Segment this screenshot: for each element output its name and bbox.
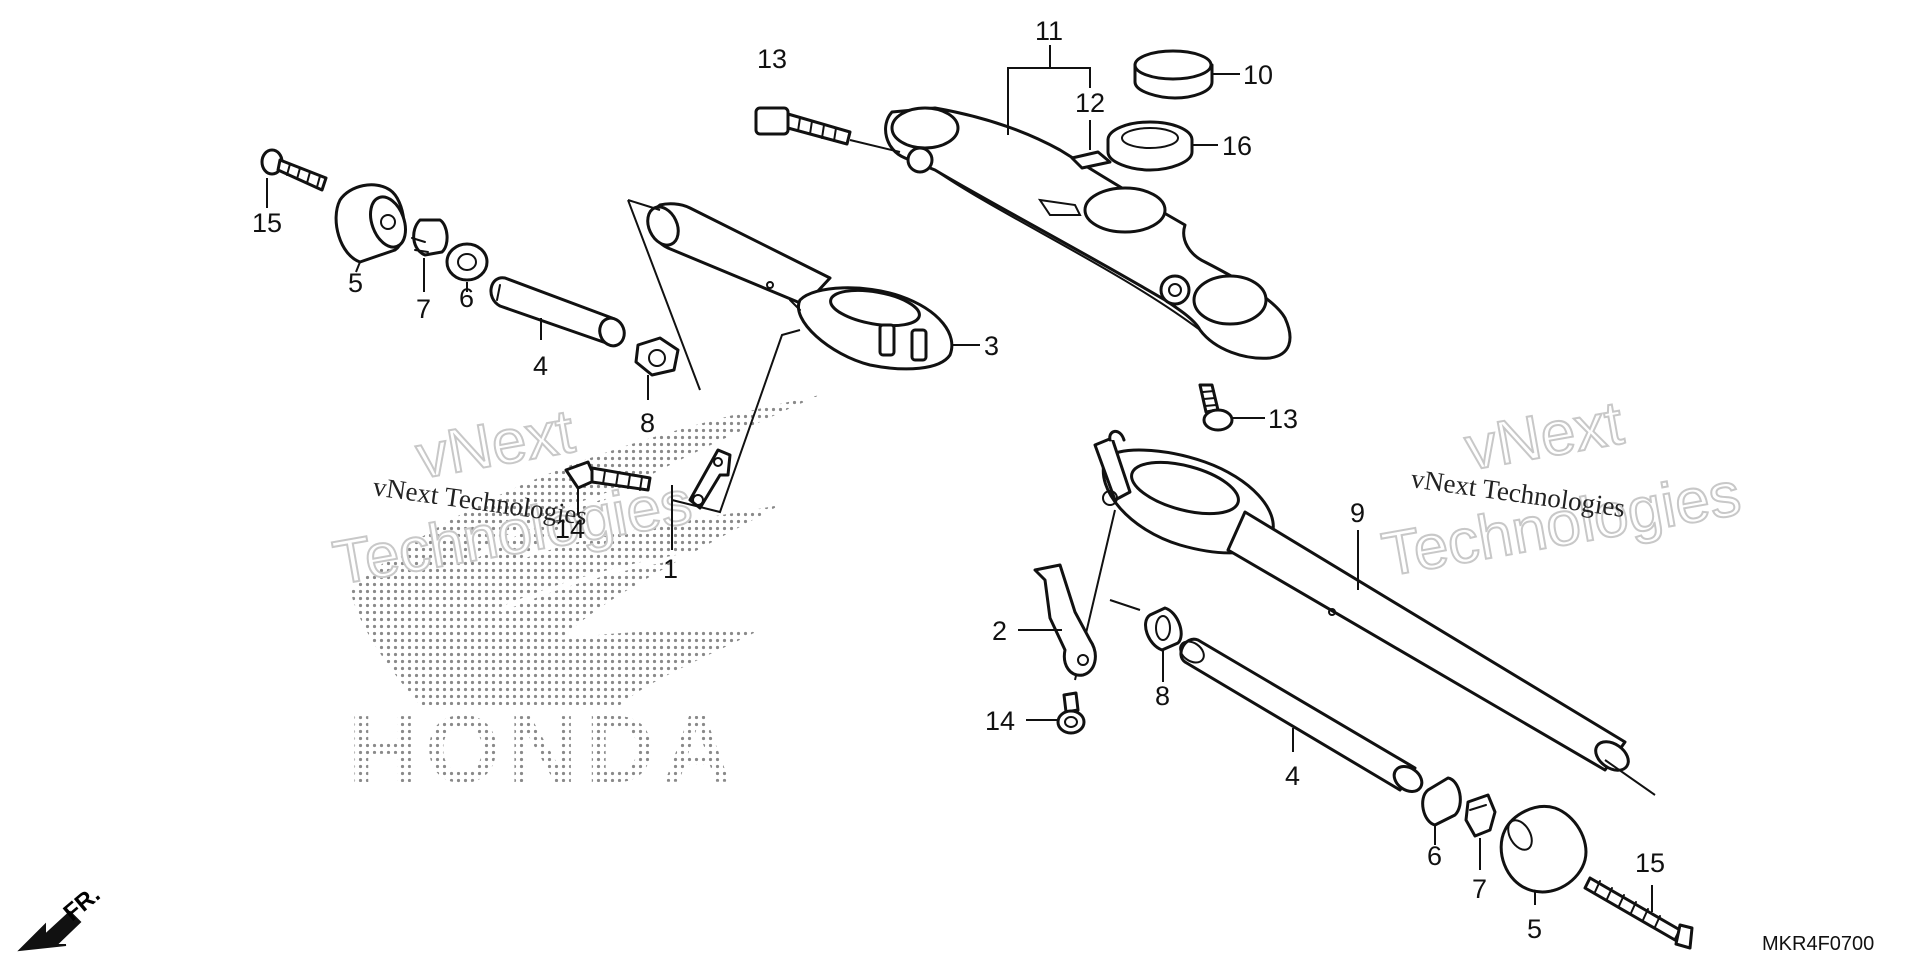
callout-8-left: 8 — [640, 408, 655, 438]
callout-15-left: 15 — [252, 208, 282, 238]
callout-14-right: 14 — [985, 706, 1015, 736]
nut-8-right — [1144, 606, 1183, 652]
callout-16: 16 — [1222, 131, 1252, 161]
bracket-2 — [1033, 563, 1097, 677]
plate-12 — [1070, 150, 1112, 170]
bar-end-weight-right — [1499, 805, 1588, 894]
callout-10: 10 — [1243, 60, 1273, 90]
callout-5-right: 5 — [1527, 914, 1542, 944]
top-bridge — [884, 106, 1292, 360]
clip-7-left — [411, 218, 449, 257]
callout-11: 11 — [1035, 16, 1063, 46]
callout-14-left: 14 — [555, 514, 585, 544]
callout-8-right: 8 — [1155, 681, 1170, 711]
leader-13-top — [849, 139, 901, 153]
callout-5-left: 5 — [348, 268, 363, 298]
bolt-13-bottom — [1198, 383, 1234, 432]
guide-lines-left — [627, 199, 701, 391]
weight-shaft-4-left — [489, 276, 626, 348]
callout-13-top: 13 — [757, 44, 787, 74]
leader-1 — [671, 329, 801, 550]
callout-3: 3 — [984, 331, 999, 361]
clip-7-right — [1464, 793, 1497, 838]
callout-9: 9 — [1350, 498, 1365, 528]
bolt-14-left — [564, 460, 652, 492]
callout-12: 12 — [1075, 88, 1105, 118]
steering-stem-nut — [1106, 120, 1194, 172]
nut-8-left — [634, 336, 680, 377]
bolt-13-top — [754, 106, 852, 146]
callout-6-right: 6 — [1427, 841, 1442, 871]
callout-7-right: 7 — [1472, 874, 1487, 904]
right-handlebar — [1093, 429, 1630, 772]
leader-5-left — [355, 261, 361, 273]
callout-15-right: 15 — [1635, 848, 1665, 878]
bar-end-weight-left — [334, 183, 407, 264]
callout-7-left: 7 — [416, 294, 431, 324]
bolt-14-right — [1056, 691, 1086, 735]
honda-logo-text: HONDA — [348, 696, 740, 803]
screw-15-left — [260, 148, 328, 192]
diagram-code: MKR4F0700 — [1762, 933, 1874, 955]
spacer-6-left — [445, 242, 489, 282]
left-handlebar — [646, 202, 954, 371]
weight-shaft-4-right — [1179, 637, 1424, 793]
stem-cap — [1133, 49, 1214, 100]
callout-4-right: 4 — [1285, 761, 1300, 791]
watermark-big-vnext-right: vNext — [1460, 389, 1628, 484]
front-direction-arrow: FR. — [17, 881, 105, 952]
callout-2: 2 — [992, 616, 1007, 646]
callout-13-bottom: 13 — [1268, 404, 1298, 434]
screw-15-right — [1583, 876, 1694, 950]
honda-wing-logo: HONDA — [348, 395, 820, 803]
spacer-6-right — [1421, 776, 1462, 827]
callout-1: 1 — [663, 554, 678, 584]
callout-6-left: 6 — [459, 283, 474, 313]
callout-4-left: 4 — [533, 351, 548, 381]
